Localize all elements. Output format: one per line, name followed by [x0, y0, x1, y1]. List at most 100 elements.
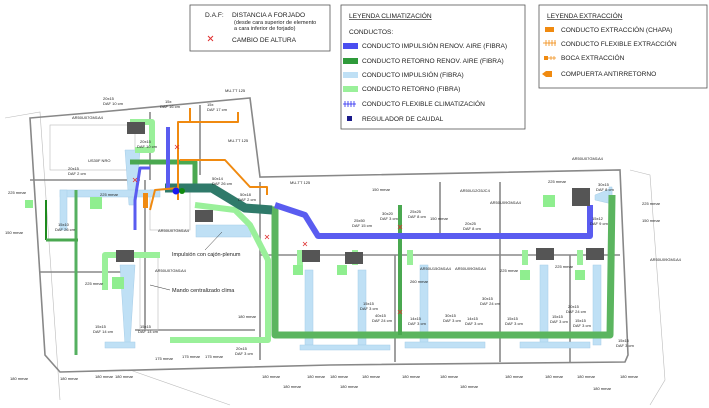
- svg-text:260 mmar: 260 mmar: [410, 279, 429, 284]
- svg-text:180 mmar: 180 mmar: [460, 384, 479, 389]
- svg-text:DAF 26 cm: DAF 26 cm: [212, 181, 233, 186]
- extraction-duct-swatch: [545, 27, 554, 32]
- height-change-icon: [207, 35, 214, 42]
- svg-text:DAF 2 cm: DAF 2 cm: [238, 197, 256, 202]
- svg-text:225 mmar: 225 mmar: [555, 264, 574, 269]
- svg-text:CONDUCTO RETORNO RENOV. AIRE (: CONDUCTO RETORNO RENOV. AIRE (FIBRA): [362, 58, 504, 65]
- svg-text:DAF 3 cm: DAF 3 cm: [408, 321, 426, 326]
- svg-text:14x15: 14x15: [410, 316, 422, 321]
- svg-text:DISTANCIA A FORJADO: DISTANCIA A FORJADO: [232, 12, 305, 19]
- svg-text:175 mmar: 175 mmar: [205, 354, 224, 359]
- svg-text:COMPUERTA ANTIRRETORNO: COMPUERTA ANTIRRETORNO: [561, 71, 656, 78]
- svg-text:180 mmar: 180 mmar: [262, 374, 281, 379]
- svg-text:DAF 15 cm: DAF 15 cm: [352, 223, 373, 228]
- svg-text:30x15: 30x15: [482, 296, 494, 301]
- svg-text:AR50U07GM1A4: AR50U07GM1A4: [572, 156, 604, 161]
- svg-text:15x15: 15x15: [507, 316, 519, 321]
- extraction-ducts: [149, 108, 268, 211]
- svg-text:180 mmar: 180 mmar: [545, 374, 564, 379]
- unit-markers: [143, 187, 185, 208]
- svg-text:DAF 16 cm: DAF 16 cm: [160, 104, 181, 109]
- svg-text:50x18: 50x18: [240, 192, 252, 197]
- svg-text:180 mmar: 180 mmar: [402, 374, 421, 379]
- supply-renov-swatch: [343, 43, 358, 49]
- svg-text:DAF 14 cm: DAF 14 cm: [138, 329, 159, 334]
- svg-text:180 mmar: 180 mmar: [10, 376, 29, 381]
- svg-text:CONDUCTO EXTRACCIÓN (CHAPA): CONDUCTO EXTRACCIÓN (CHAPA): [561, 25, 673, 34]
- svg-text:225 mmar: 225 mmar: [500, 268, 519, 273]
- svg-text:15x15: 15x15: [552, 314, 564, 319]
- svg-text:BOCA EXTRACCIÓN: BOCA EXTRACCIÓN: [561, 53, 625, 62]
- svg-text:180 mmar: 180 mmar: [238, 314, 257, 319]
- svg-text:180 mmar: 180 mmar: [340, 384, 359, 389]
- svg-text:20x15: 20x15: [568, 304, 580, 309]
- svg-text:AR50U07GM1A4: AR50U07GM1A4: [72, 115, 104, 120]
- svg-text:D.A.F:: D.A.F:: [205, 12, 224, 19]
- svg-text:AR50U07GM1A4: AR50U07GM1A4: [155, 268, 187, 273]
- svg-text:180 mmar: 180 mmar: [60, 376, 79, 381]
- control-panel: [143, 193, 148, 208]
- svg-text:50x14: 50x14: [212, 176, 224, 181]
- svg-text:40x15: 40x15: [375, 313, 387, 318]
- svg-text:DAF 3 cm: DAF 3 cm: [380, 216, 398, 221]
- svg-text:225 mmar: 225 mmar: [85, 281, 104, 286]
- svg-text:180 mmar: 180 mmar: [283, 384, 302, 389]
- svg-text:CONDUCTO FLEXIBLE EXTRACCIÓN: CONDUCTO FLEXIBLE EXTRACCIÓN: [561, 39, 677, 48]
- flex-extraction-icon: [543, 40, 556, 46]
- svg-text:CONDUCTOS:: CONDUCTOS:: [349, 29, 393, 36]
- svg-text:25x50: 25x50: [354, 218, 366, 223]
- svg-text:180 mmar: 180 mmar: [330, 374, 349, 379]
- svg-text:180 mmar: 180 mmar: [505, 374, 524, 379]
- svg-text:DAF 10 cm: DAF 10 cm: [137, 144, 158, 149]
- svg-text:225 mmar: 225 mmar: [642, 201, 661, 206]
- svg-text:225 mmar: 225 mmar: [548, 179, 567, 184]
- svg-text:DAF 3 cm: DAF 3 cm: [360, 306, 378, 311]
- svg-text:30x20: 30x20: [382, 211, 394, 216]
- return-grilles: [25, 195, 585, 289]
- svg-text:20x15: 20x15: [68, 166, 80, 171]
- clima-legend: LEYENDA CLIMATIZACIÓN CONDUCTOS: CONDUCT…: [340, 4, 526, 130]
- svg-text:150 mmar: 150 mmar: [430, 216, 449, 221]
- flow-regulator-icon: [347, 116, 352, 121]
- svg-text:175 mmar: 175 mmar: [155, 356, 174, 361]
- svg-text:LEYENDA EXTRACCIÓN: LEYENDA EXTRACCIÓN: [547, 11, 623, 20]
- svg-text:CONDUCTO IMPULSIÓN (FIBRA): CONDUCTO IMPULSIÓN (FIBRA): [362, 70, 464, 79]
- svg-text:DAF 14 cm: DAF 14 cm: [93, 329, 114, 334]
- svg-text:150 mmar: 150 mmar: [5, 230, 24, 235]
- svg-text:AR50U15GM1A4: AR50U15GM1A4: [420, 266, 452, 271]
- svg-text:15x15: 15x15: [95, 324, 107, 329]
- svg-text:MU-TT 125: MU-TT 125: [290, 180, 311, 185]
- svg-text:CAMBIO DE ALTURA: CAMBIO DE ALTURA: [232, 37, 297, 44]
- svg-text:DAF 3 cm: DAF 3 cm: [616, 343, 634, 348]
- svg-text:15x15: 15x15: [140, 324, 152, 329]
- svg-text:DAF 24 cm: DAF 24 cm: [566, 309, 587, 314]
- height-change-markers: [132, 144, 403, 315]
- svg-text:DAF 3 cm: DAF 3 cm: [550, 319, 568, 324]
- plenum-note: Impulsión con cajón-plenum: [172, 252, 241, 258]
- building-walls: [29, 97, 629, 373]
- svg-text:DAF 3 cm: DAF 3 cm: [465, 321, 483, 326]
- svg-text:CONDUCTO RETORNO (FIBRA): CONDUCTO RETORNO (FIBRA): [362, 86, 460, 93]
- svg-text:DAF 9 cm: DAF 9 cm: [590, 221, 608, 226]
- svg-text:180 mmar: 180 mmar: [577, 374, 596, 379]
- svg-text:DAF 2 cm: DAF 2 cm: [68, 171, 86, 176]
- svg-text:AR50U09GM1A4: AR50U09GM1A4: [455, 266, 487, 271]
- svg-text:15x: 15x: [165, 99, 171, 104]
- indoor-units: [116, 122, 604, 264]
- control-note: Mando centralizado clima: [172, 288, 235, 294]
- svg-text:AR50U09GM1A4: AR50U09GM1A4: [650, 257, 682, 262]
- svg-text:150 mmar: 150 mmar: [642, 218, 661, 223]
- return-renov-swatch: [343, 58, 358, 64]
- svg-text:15x15: 15x15: [618, 338, 630, 343]
- svg-text:AR50U12G5JC4: AR50U12G5JC4: [460, 188, 491, 193]
- svg-text:14x15: 14x15: [467, 316, 479, 321]
- check-damper-icon: [542, 71, 552, 77]
- return-swatch: [343, 86, 358, 92]
- svg-text:DAF 3 cm: DAF 3 cm: [573, 323, 591, 328]
- svg-text:US30F NRO: US30F NRO: [88, 158, 110, 163]
- extraction-legend: LEYENDA EXTRACCIÓN CONDUCTO EXTRACCIÓN (…: [538, 4, 708, 89]
- svg-text:DAF 26 cm: DAF 26 cm: [55, 227, 76, 232]
- svg-text:MU-TT 125: MU-TT 125: [228, 138, 249, 143]
- svg-text:20x15: 20x15: [140, 139, 152, 144]
